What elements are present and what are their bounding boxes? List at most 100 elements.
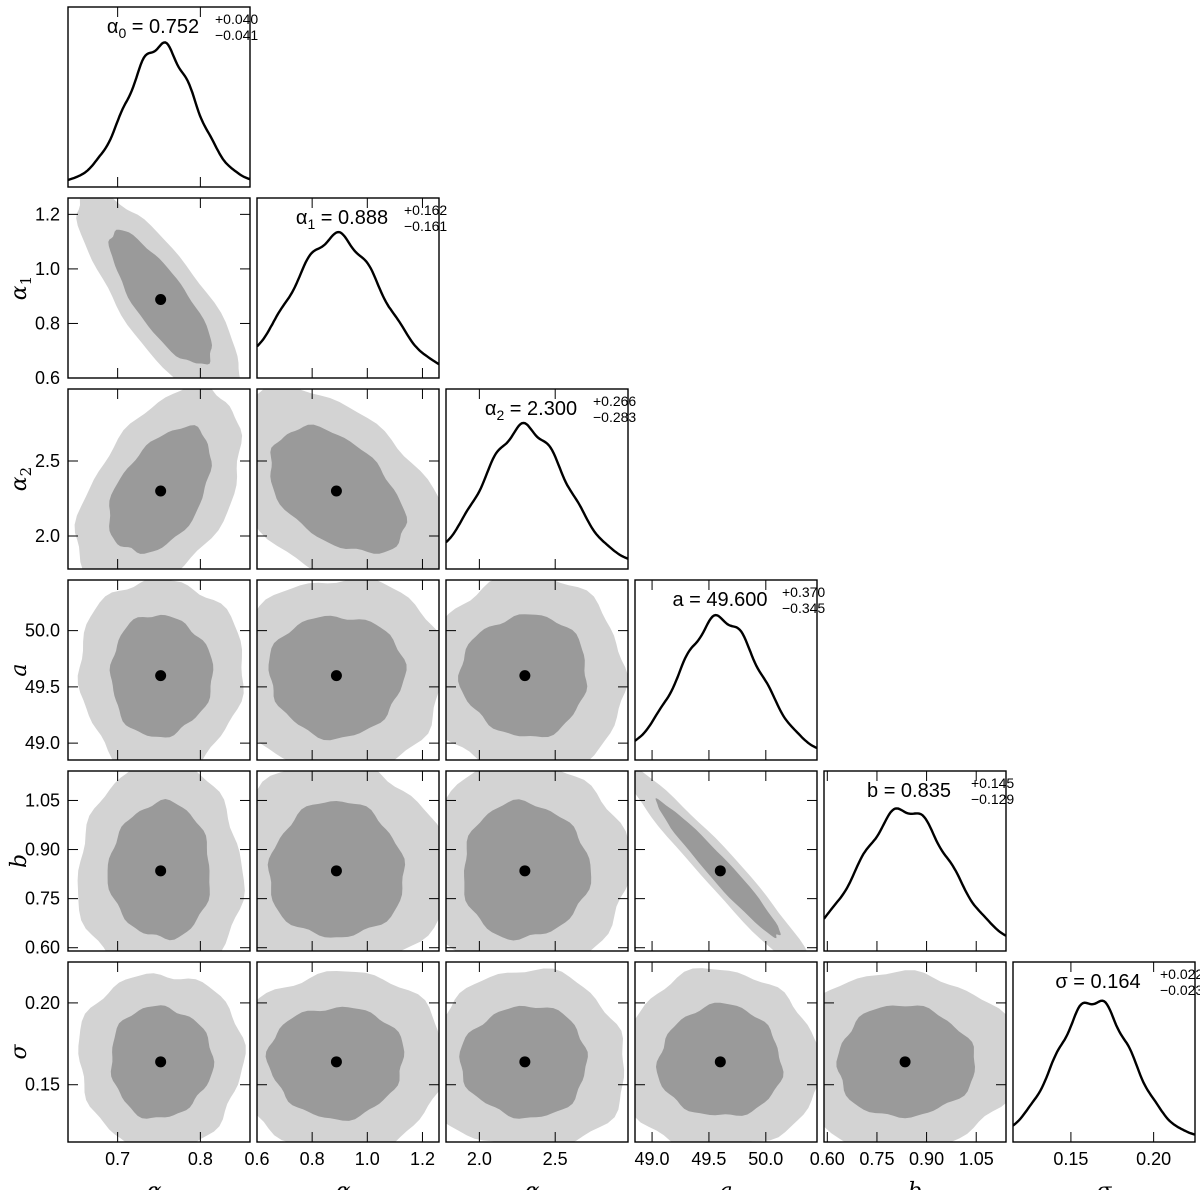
x-tick-label: 50.0 — [748, 1149, 783, 1169]
median-point — [155, 485, 167, 497]
panel-content — [446, 421, 628, 560]
axis-label-base: σ — [1096, 1179, 1112, 1190]
y-axis-label-a: a — [7, 663, 32, 676]
panel-content — [257, 580, 439, 760]
panel-content — [74, 389, 243, 569]
y-tick-label: 49.0 — [25, 733, 60, 753]
axis-label-base: σ — [7, 1044, 32, 1060]
median-point — [155, 293, 167, 305]
panel-content — [824, 807, 1006, 937]
axis-label-base: α — [7, 476, 32, 491]
median-point — [330, 485, 342, 497]
panel-frame — [256, 961, 440, 1143]
median-point — [519, 670, 531, 682]
x-tick-label: 0.90 — [909, 1149, 944, 1169]
panel-4-4: b = 0.835+0.145−0.129 — [823, 770, 1014, 952]
panel-frame — [634, 579, 818, 761]
stat-symbol: b — [867, 780, 878, 802]
panel-3-2 — [445, 579, 629, 761]
panel-frame — [823, 770, 1007, 952]
stat-value: = 0.888 — [315, 207, 388, 229]
stat-value: = 0.164 — [1068, 971, 1141, 993]
axis-label-sub: 2 — [17, 467, 35, 477]
stat-err-plus: +0.162 — [404, 202, 447, 218]
panel-frame — [67, 770, 251, 952]
median-point — [714, 865, 726, 877]
panel-frame — [634, 961, 818, 1143]
panel-3-0: 49.0 49.5 50.0 a — [7, 579, 251, 761]
panel-content — [446, 968, 625, 1142]
x-tick-label: 0.8 — [188, 1149, 213, 1169]
panel-content — [635, 968, 817, 1142]
stat-symbol: α — [107, 16, 119, 38]
stat-label-a: a = 49.600 — [672, 589, 767, 611]
y-tick-label: 0.60 — [25, 938, 60, 958]
x-axis-label-α1: α1 — [336, 1179, 360, 1190]
panel-1-1: α1 = 0.888+0.162−0.161 — [256, 197, 447, 379]
stat-err-minus: −0.023 — [1160, 982, 1200, 998]
median-point — [330, 670, 342, 682]
stat-err-plus: +0.266 — [593, 393, 636, 409]
panel-content — [257, 971, 439, 1142]
axis-label-base: α — [525, 1179, 540, 1190]
y-axis-label-σ: σ — [7, 1044, 32, 1060]
stat-symbol-sub: 1 — [307, 216, 315, 232]
y-axis-label-b: b — [7, 854, 32, 868]
x-axis-label-α2: α2 — [525, 1179, 549, 1190]
panel-content — [78, 973, 246, 1142]
y-axis-label-α2: α2 — [7, 467, 35, 491]
panel-5-4: 0.600.750.901.05b — [810, 961, 1007, 1190]
panel-content — [68, 41, 250, 182]
x-axis-label-α0: α0 — [147, 1179, 171, 1190]
y-tick-label: 0.15 — [25, 1075, 60, 1095]
marginal-curve-α1 — [257, 230, 439, 366]
x-axis-label-b: b — [908, 1179, 922, 1190]
axis-label-base: b — [7, 854, 32, 868]
panel-frame — [67, 961, 251, 1143]
y-axis-label-α1: α1 — [7, 276, 35, 300]
stat-label-α0: α0 = 0.752 — [107, 16, 199, 41]
panel-content — [446, 580, 628, 760]
stat-symbol: α — [485, 398, 497, 420]
x-tick-label: 49.5 — [691, 1149, 726, 1169]
panel-content — [257, 230, 439, 366]
marginal-curve-α2 — [446, 421, 628, 560]
y-tick-label: 0.90 — [25, 840, 60, 860]
x-tick-label: 0.75 — [859, 1149, 894, 1169]
stat-label-α2: α2 = 2.300 — [485, 398, 577, 423]
panel-frame — [256, 770, 440, 952]
panel-4-2 — [445, 770, 629, 952]
panel-content — [77, 580, 244, 760]
y-tick-label: 49.5 — [25, 677, 60, 697]
stat-value: = 49.600 — [684, 589, 768, 611]
stat-symbol: α — [296, 207, 308, 229]
panel-frame — [445, 770, 629, 952]
panel-4-0: 0.600.750.901.05b — [7, 770, 251, 958]
stat-value: = 0.752 — [126, 16, 199, 38]
stat-label-b: b = 0.835 — [867, 780, 951, 802]
y-tick-label: 0.20 — [25, 993, 60, 1013]
panel-content — [257, 389, 439, 569]
panel-frame — [823, 961, 1007, 1143]
panel-content — [1013, 999, 1195, 1136]
stat-symbol: a — [672, 589, 684, 611]
x-tick-label: 0.60 — [810, 1149, 845, 1169]
panel-1-0: 0.60.81.01.2α1 — [7, 197, 251, 388]
panel-frame — [1012, 961, 1196, 1143]
stat-value: = 2.300 — [504, 398, 577, 420]
panel-frame — [67, 6, 251, 188]
stat-label-α1: α1 = 0.888 — [296, 207, 388, 232]
x-tick-label: 0.6 — [244, 1149, 269, 1169]
panel-5-3: 49.049.550.0a — [634, 961, 818, 1190]
stat-err-minus: −0.283 — [593, 409, 636, 425]
panel-0-0: α0 = 0.752+0.040−0.041 — [67, 6, 258, 188]
median-point — [519, 1056, 531, 1068]
y-tick-label: 2.0 — [35, 526, 60, 546]
panel-frame — [67, 388, 251, 570]
x-tick-label: 0.15 — [1053, 1149, 1088, 1169]
y-tick-label: 50.0 — [25, 621, 60, 641]
panel-4-3 — [634, 770, 818, 952]
